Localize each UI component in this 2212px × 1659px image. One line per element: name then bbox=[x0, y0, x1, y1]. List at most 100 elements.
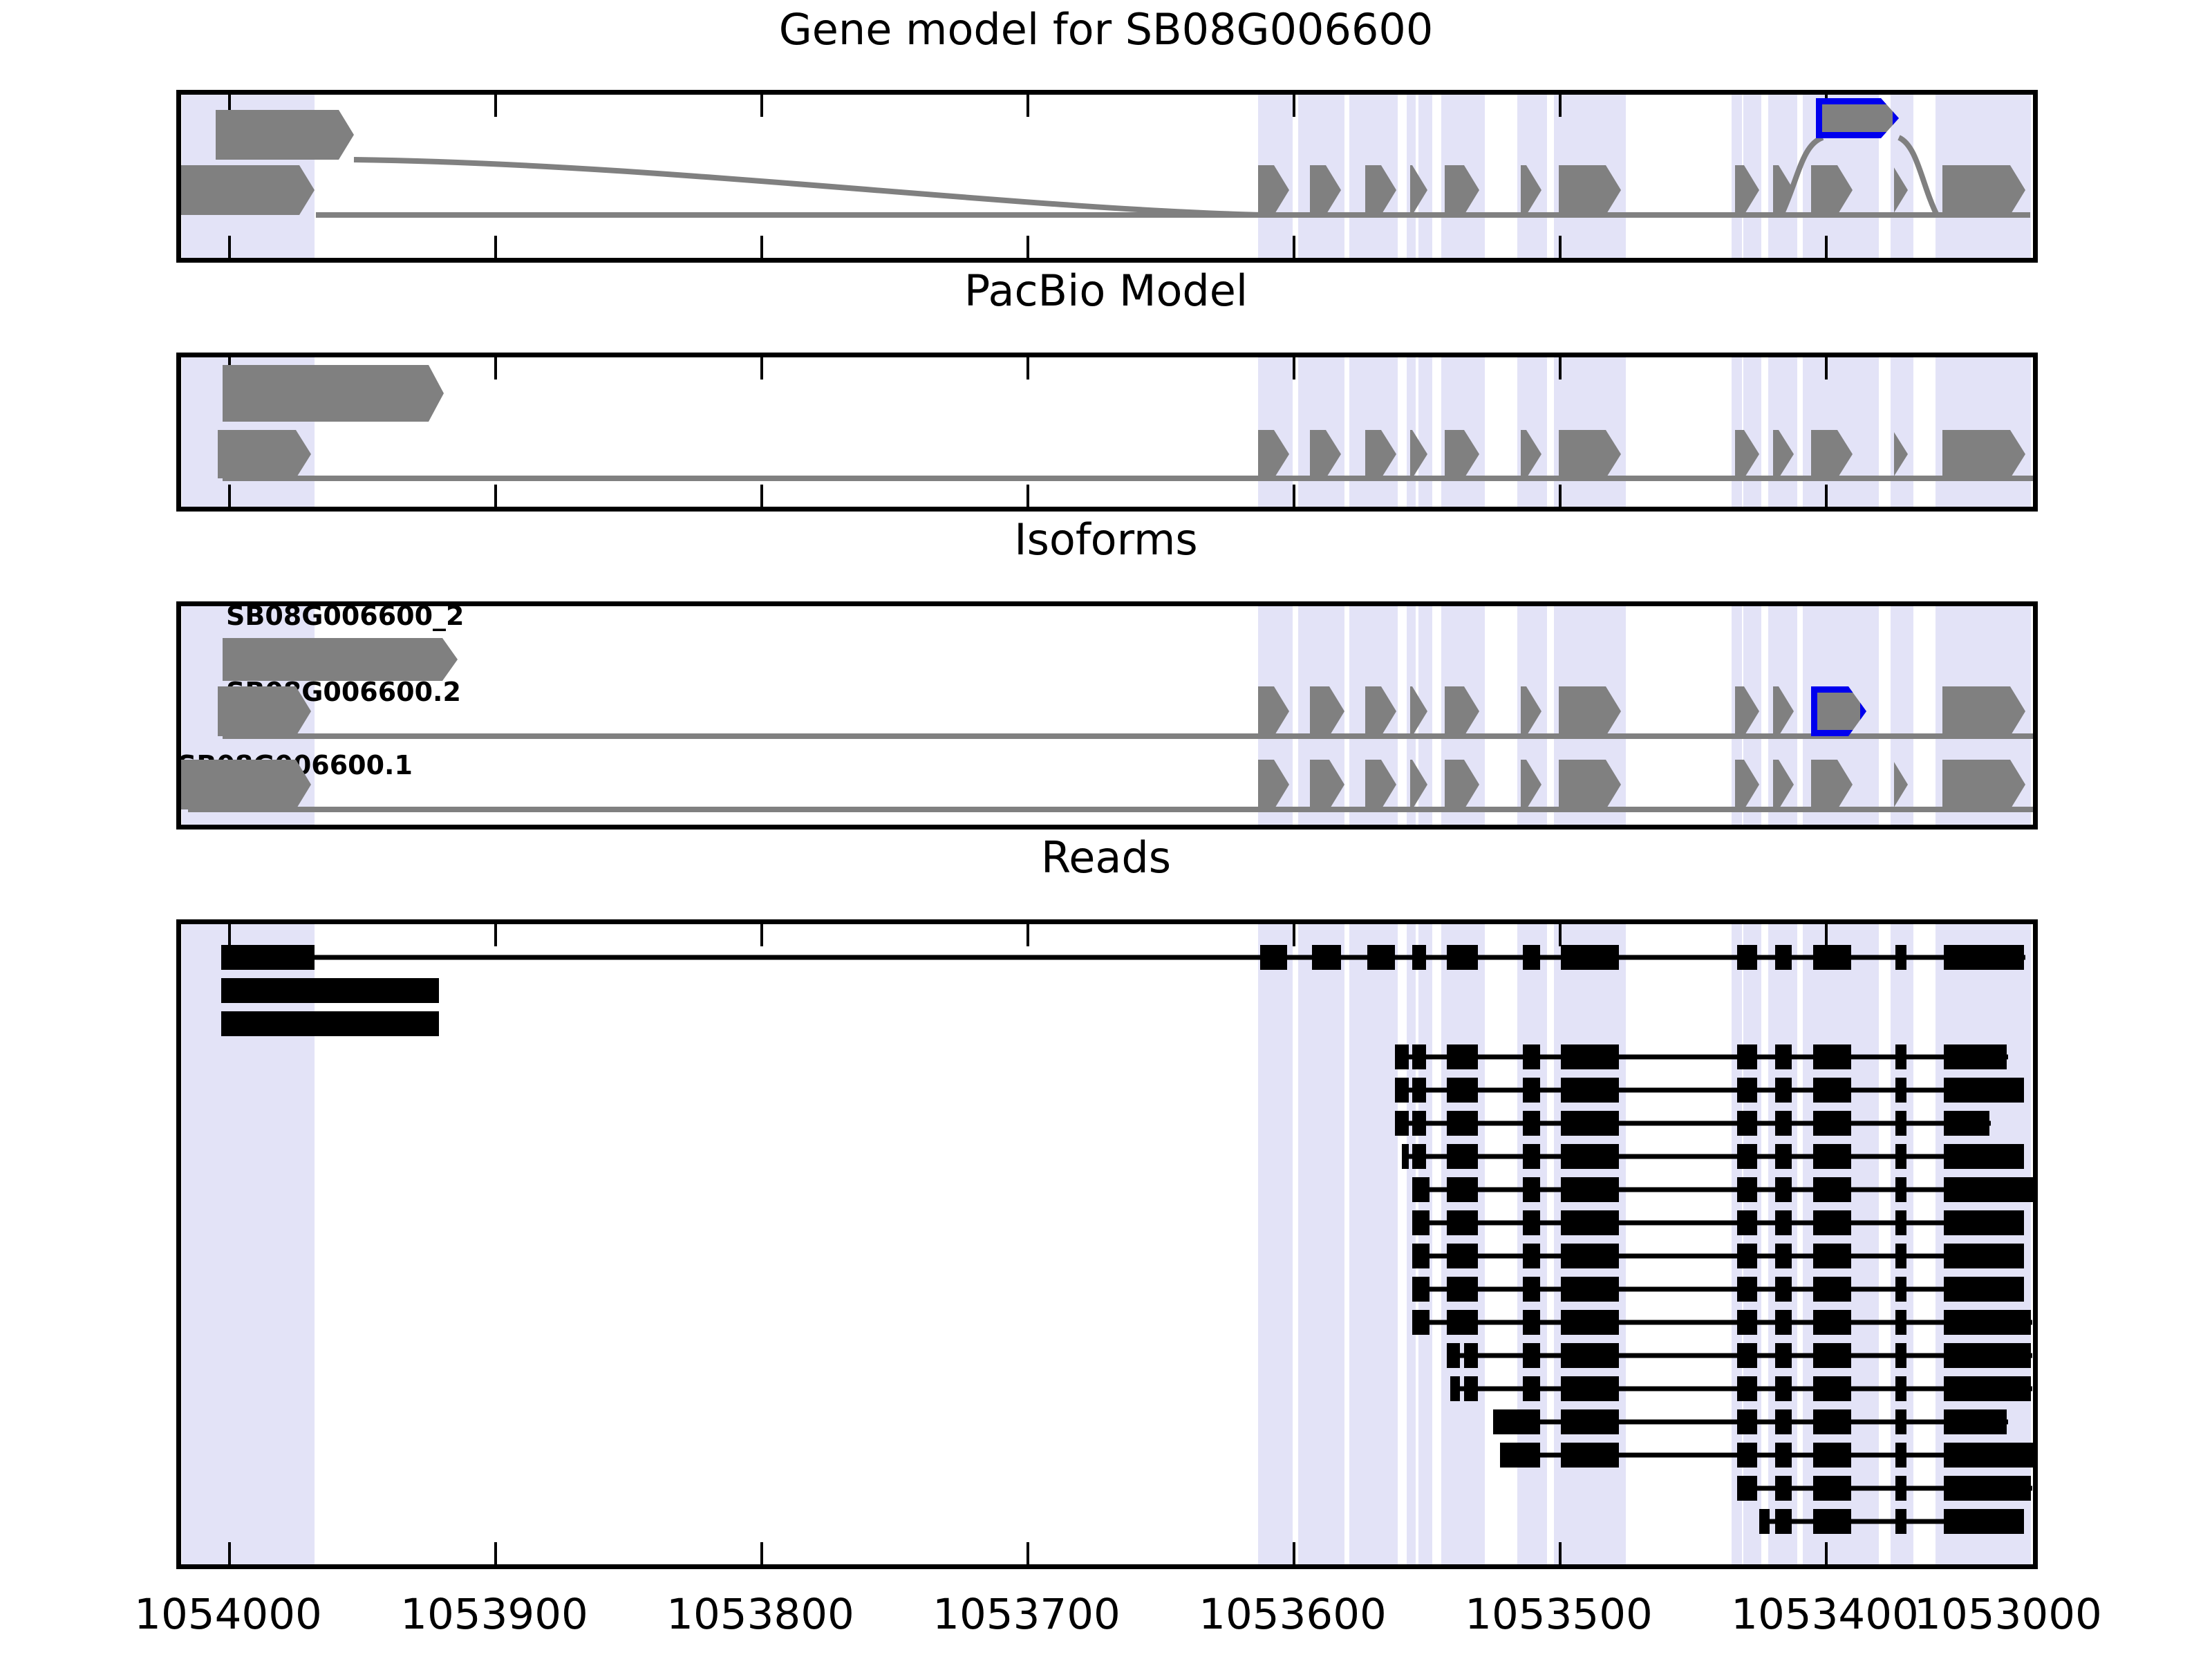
read-exon-block bbox=[1737, 1476, 1757, 1501]
read-exon-block bbox=[1775, 1144, 1792, 1169]
read-exon-block bbox=[1561, 1244, 1619, 1268]
read-exon-block bbox=[1450, 1376, 1460, 1401]
read-intron-line bbox=[1395, 1087, 2024, 1093]
read-exon-block bbox=[1813, 1244, 1851, 1268]
read-exon-block bbox=[1561, 1044, 1619, 1069]
read-exon-block bbox=[1561, 1277, 1619, 1302]
read-exon-block bbox=[1813, 1310, 1851, 1335]
highlight-band bbox=[1363, 924, 1398, 1564]
exon bbox=[223, 365, 444, 422]
read-exon-block bbox=[1895, 1310, 1906, 1335]
read-exon-block bbox=[1813, 1144, 1851, 1169]
read-exon-block bbox=[1737, 1376, 1757, 1401]
read-exon-block bbox=[1523, 1277, 1540, 1302]
read-exon-block bbox=[1895, 1078, 1906, 1103]
read-intron-line bbox=[1759, 1519, 2024, 1524]
read-intron-line bbox=[1412, 1320, 2032, 1325]
panel-title-reads: Reads bbox=[1040, 832, 1172, 883]
gene-model-plot-area bbox=[181, 95, 2033, 258]
highlight-band bbox=[1803, 357, 1812, 507]
exon bbox=[1942, 165, 2025, 215]
read-exon-block bbox=[1737, 1177, 1757, 1202]
read-exon-block bbox=[1523, 1343, 1540, 1368]
read-exon-block bbox=[1447, 945, 1478, 970]
read-exon-block bbox=[1944, 1476, 2031, 1501]
read-exon-block bbox=[1737, 1044, 1757, 1069]
axis-tick bbox=[494, 357, 497, 379]
read-exon-block bbox=[1813, 1509, 1851, 1534]
read-exon-block bbox=[1412, 1111, 1426, 1136]
highlight-band bbox=[1866, 357, 1879, 507]
read-exon-block bbox=[1412, 1210, 1430, 1235]
read-exon-block bbox=[1944, 1111, 1989, 1136]
read-exon-block bbox=[221, 945, 315, 970]
read-intron-line bbox=[1412, 1253, 2024, 1259]
read-exon-block bbox=[1775, 1476, 1792, 1501]
read-exon-block bbox=[1895, 1044, 1906, 1069]
axis-tick bbox=[494, 485, 497, 507]
highlight-band bbox=[1418, 357, 1432, 507]
read-exon-block bbox=[1944, 1244, 2024, 1268]
axis-tick bbox=[228, 95, 231, 117]
highlight-band bbox=[1866, 924, 1879, 1564]
exon bbox=[181, 760, 311, 809]
read-exon-block bbox=[1944, 1509, 2024, 1534]
axis-tick bbox=[494, 924, 497, 946]
exon bbox=[218, 686, 311, 736]
axis-tick bbox=[1027, 485, 1029, 507]
read-exon-block bbox=[1447, 1343, 1460, 1368]
read-exon-block bbox=[1412, 1044, 1426, 1069]
read-exon-block bbox=[1561, 1443, 1619, 1468]
axis-tick bbox=[760, 924, 763, 946]
highlight-band bbox=[1778, 357, 1797, 507]
highlight-band bbox=[1803, 924, 1812, 1564]
exon-highlighted bbox=[1811, 686, 1866, 736]
read-exon-block bbox=[1561, 1078, 1619, 1103]
read-exon-block bbox=[1412, 1177, 1430, 1202]
highlight-band bbox=[1418, 606, 1432, 825]
splice-arc-alt-exon bbox=[1779, 135, 1940, 216]
pacbio-plot-area bbox=[181, 357, 2033, 507]
read-exon-block bbox=[1402, 1144, 1409, 1169]
exon bbox=[1559, 165, 1621, 215]
read-exon-block bbox=[1895, 1476, 1906, 1501]
splice-arc-long bbox=[353, 157, 1264, 218]
read-exon-block bbox=[1412, 1310, 1430, 1335]
read-exon-block bbox=[1775, 1078, 1792, 1103]
read-exon-block bbox=[1523, 1078, 1540, 1103]
axis-tick bbox=[1559, 924, 1562, 946]
read-exon-block bbox=[1895, 1277, 1906, 1302]
read-intron-line bbox=[1412, 1220, 2024, 1226]
axis-tick bbox=[228, 236, 231, 258]
read-exon-block bbox=[1447, 1177, 1478, 1202]
read-exon-block bbox=[1813, 1078, 1851, 1103]
read-exon-block bbox=[1493, 1409, 1540, 1434]
read-intron-line bbox=[1402, 1154, 2024, 1159]
read-exon-block bbox=[1523, 1044, 1540, 1069]
axis-tick bbox=[1293, 485, 1295, 507]
read-exon-block bbox=[1737, 1310, 1757, 1335]
axis-tick bbox=[1027, 95, 1029, 117]
read-intron-line bbox=[1412, 1187, 2033, 1192]
read-exon-block bbox=[1561, 1376, 1619, 1401]
read-exon-block bbox=[221, 978, 439, 1003]
read-exon-block bbox=[1895, 1409, 1906, 1434]
read-exon-block bbox=[1813, 1409, 1851, 1434]
read-exon-block bbox=[1813, 1376, 1851, 1401]
read-exon-block bbox=[1561, 1343, 1619, 1368]
exon bbox=[181, 165, 315, 215]
read-exon-block bbox=[1944, 1177, 2033, 1202]
highlight-band bbox=[1803, 606, 1812, 825]
read-intron-line bbox=[1395, 1121, 1991, 1126]
read-intron-line bbox=[221, 955, 2025, 960]
axis-tick bbox=[1559, 485, 1562, 507]
read-exon-block bbox=[1523, 1177, 1540, 1202]
read-exon-block bbox=[1944, 1443, 2033, 1468]
read-exon-block bbox=[1737, 1409, 1757, 1434]
read-exon-block bbox=[1561, 1111, 1619, 1136]
read-exon-block bbox=[1412, 1244, 1430, 1268]
read-exon-block bbox=[1944, 1376, 2031, 1401]
panel-reads bbox=[176, 919, 2038, 1569]
read-exon-block bbox=[1561, 1144, 1619, 1169]
read-exon-block bbox=[1775, 1044, 1792, 1069]
